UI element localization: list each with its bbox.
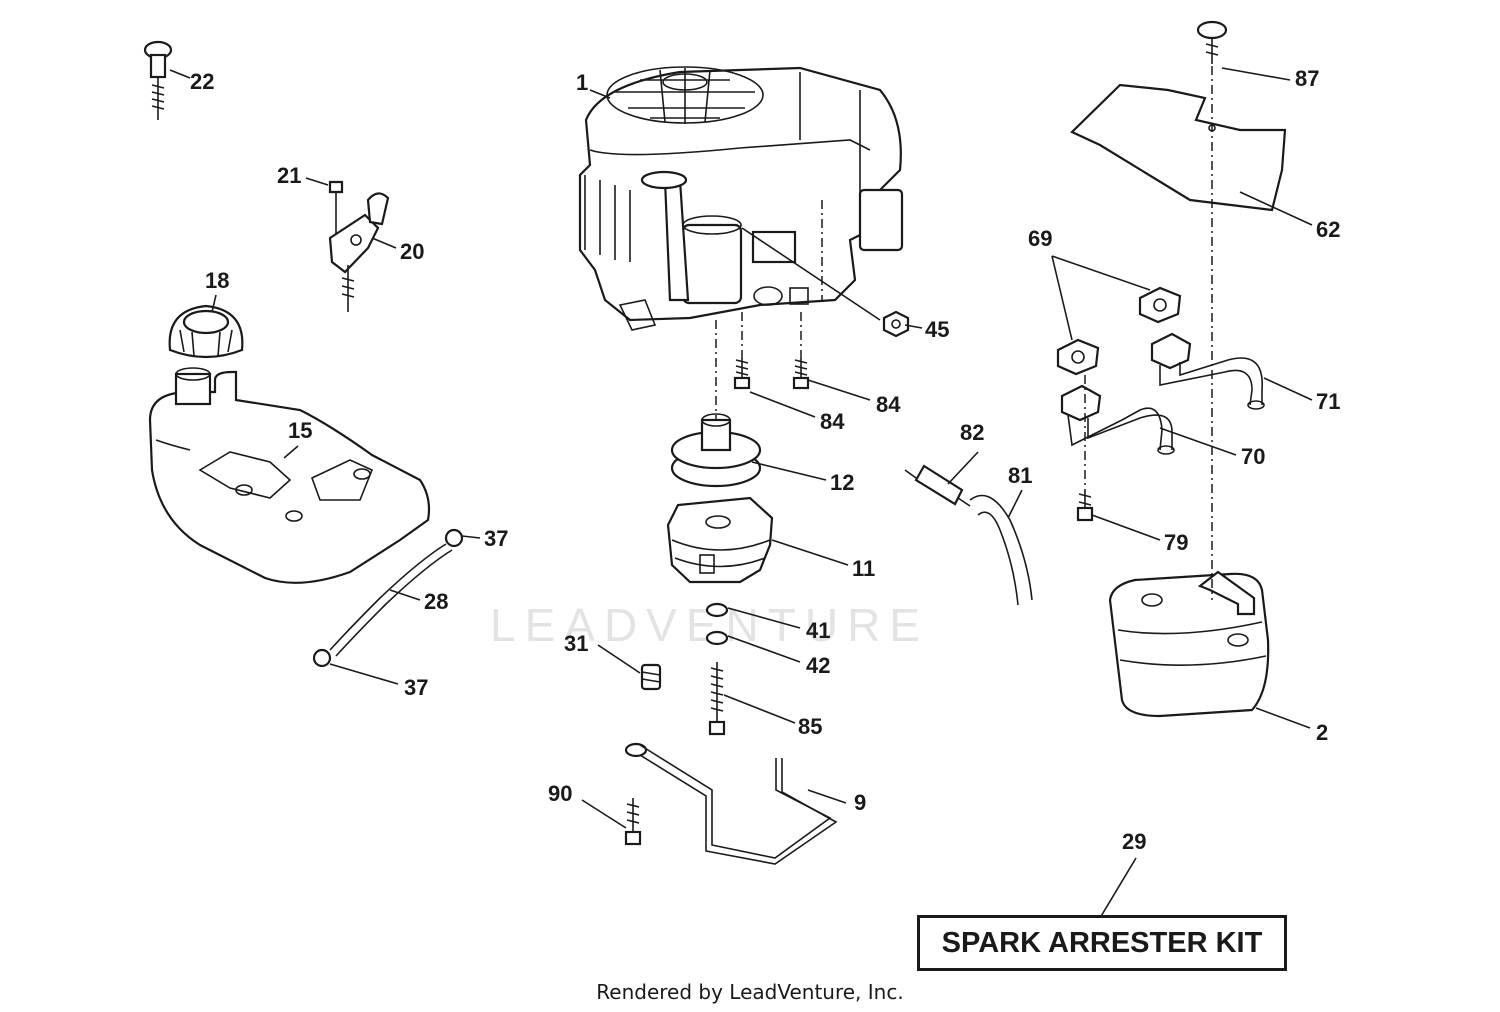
label-part-1: 1 xyxy=(576,70,588,95)
label-part-70: 70 xyxy=(1241,444,1265,469)
part-12-pulley-drawing xyxy=(670,413,762,488)
part-20-21-bracket-drawing xyxy=(328,180,390,312)
part-11-clutch-drawing xyxy=(666,496,774,584)
part-22-pin-drawing xyxy=(143,40,173,120)
label-part-31: 31 xyxy=(564,631,588,656)
part-71-exhaust-pipe-drawing xyxy=(1150,332,1265,410)
part-18-fuel-cap-drawing xyxy=(168,304,244,359)
label-part-28: 28 xyxy=(424,589,448,614)
label-part-62: 62 xyxy=(1316,217,1340,242)
part-87-bolt-drawing xyxy=(1196,20,1228,64)
part-number-labels: 1 2 9 11 12 15 18 20 21 22 28 29 31 37 3… xyxy=(190,66,1340,854)
label-part-12: 12 xyxy=(830,470,854,495)
assembly-center-lines xyxy=(715,66,1213,600)
label-part-9: 9 xyxy=(854,790,866,815)
label-part-22: 22 xyxy=(190,69,214,94)
label-part-69: 69 xyxy=(1028,226,1052,251)
part-82-fuel-filter-drawing xyxy=(904,464,971,507)
label-part-84-right: 84 xyxy=(876,392,901,417)
part-70-exhaust-pipe-drawing xyxy=(1060,384,1175,455)
part-31-setscrew-drawing xyxy=(640,663,662,691)
label-part-21: 21 xyxy=(277,163,301,188)
label-part-79: 79 xyxy=(1164,530,1188,555)
part-9-rod-drawing xyxy=(624,742,838,865)
spark-arrester-kit-box: SPARK ARRESTER KIT xyxy=(917,915,1287,971)
label-part-71: 71 xyxy=(1316,389,1340,414)
label-part-37-lower: 37 xyxy=(404,675,428,700)
label-part-84-left: 84 xyxy=(820,409,845,434)
part-15-fuel-tank-drawing xyxy=(148,367,431,584)
footer-credit: Rendered by LeadVenture, Inc. xyxy=(596,980,904,1004)
label-part-20: 20 xyxy=(400,239,424,264)
part-28-37-fuel-line-drawing xyxy=(312,528,464,668)
label-part-18: 18 xyxy=(205,268,229,293)
label-part-85: 85 xyxy=(798,714,822,739)
label-part-11: 11 xyxy=(852,556,875,581)
part-41-42-85-hardware-drawing xyxy=(705,602,729,736)
label-part-90: 90 xyxy=(548,781,572,806)
label-part-15: 15 xyxy=(288,418,312,443)
part-1-engine-drawing xyxy=(578,66,904,331)
part-2-muffler-drawing xyxy=(1108,570,1270,718)
label-part-82: 82 xyxy=(960,420,984,445)
label-part-29: 29 xyxy=(1122,829,1146,854)
label-part-45: 45 xyxy=(925,317,949,342)
label-part-37-upper: 37 xyxy=(484,526,508,551)
part-69-gaskets-drawing xyxy=(1056,286,1182,376)
part-62-heat-shield-drawing xyxy=(1070,83,1287,212)
watermark: LEADVENTURE xyxy=(490,599,929,651)
leader-lines xyxy=(169,67,1313,919)
label-part-81: 81 xyxy=(1008,463,1032,488)
label-part-42: 42 xyxy=(806,653,830,678)
label-part-41: 41 xyxy=(806,618,830,643)
part-81-hose-drawing xyxy=(969,494,1033,606)
label-part-87: 87 xyxy=(1295,66,1319,91)
part-84-bolts-drawing xyxy=(733,358,810,390)
part-45-nut-drawing xyxy=(882,310,910,338)
label-part-2: 2 xyxy=(1316,720,1328,745)
part-90-bolt-drawing xyxy=(624,798,642,846)
part-79-bolt-drawing xyxy=(1076,490,1094,522)
